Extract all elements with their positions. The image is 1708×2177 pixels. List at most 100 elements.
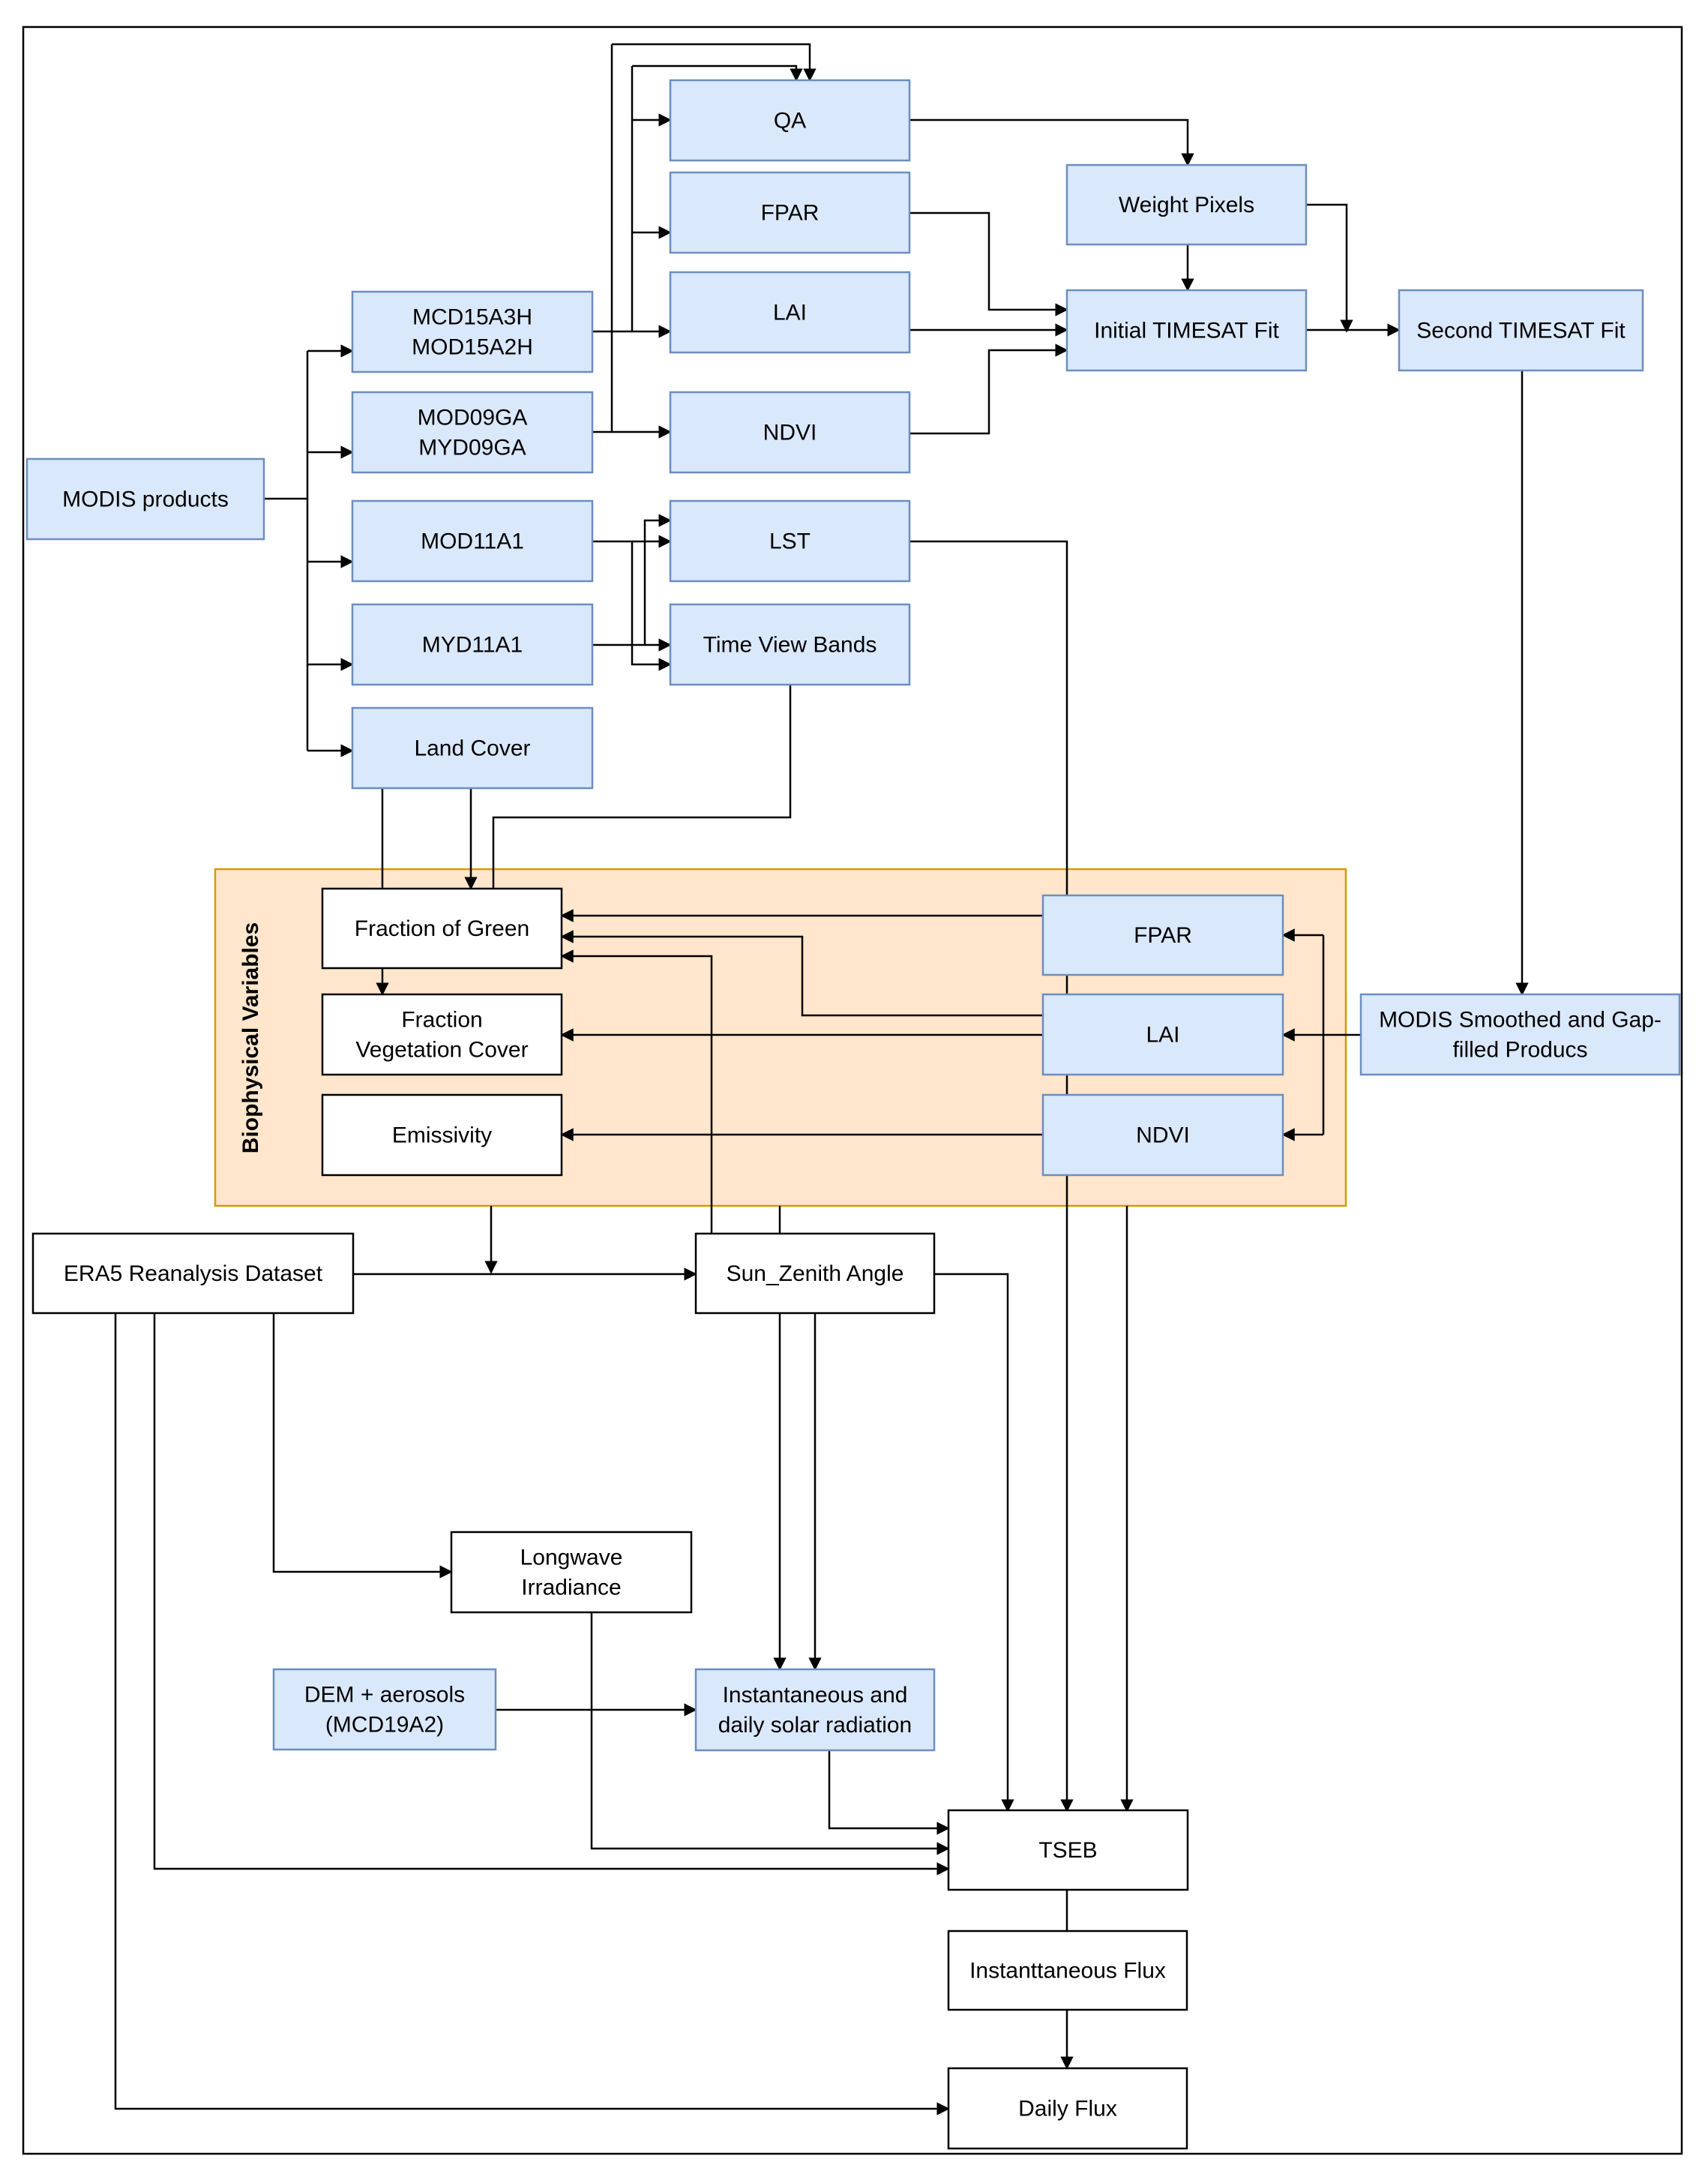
- node-label-weight-pixels: Weight Pixels: [1119, 193, 1254, 217]
- node-label-mod09: MYD09GA: [418, 436, 526, 460]
- node-label-tseb: TSEB: [1038, 1838, 1097, 1863]
- node-label-land-cover: Land Cover: [414, 736, 530, 761]
- node-label-ndvi-top: NDVI: [763, 421, 817, 445]
- node-box-lai-top: [669, 271, 911, 354]
- node-box-modis-smoothed: [1359, 993, 1681, 1076]
- node-label-mod09: MOD09GA: [418, 406, 528, 430]
- node-box-fpar-top: [669, 171, 911, 254]
- node-label-fraction-veg: Vegetation Cover: [355, 1038, 528, 1063]
- node-box-sun-zenith: [694, 1232, 936, 1315]
- node-label-modis-products: MODIS products: [62, 487, 229, 512]
- node-inst-flux: Instanttaneous Flux: [947, 1930, 1188, 2011]
- edge-time-view-to-fraction-green: [492, 685, 792, 889]
- edge-sun-zenith-to-tseb: [934, 1273, 1014, 1813]
- node-label-lai-top: LAI: [773, 301, 807, 325]
- node-label-modis-smoothed: filled Producs: [1452, 1038, 1587, 1063]
- edge-sun-zenith-to-fraction-green: [560, 949, 713, 1234]
- node-box-mod11: [351, 499, 594, 583]
- node-ndvi-bio: NDVI: [1041, 1093, 1284, 1177]
- node-label-initial-timesat: Initial TIMESAT Fit: [1094, 319, 1279, 343]
- node-box-fpar-bio: [1041, 894, 1284, 976]
- node-box-dem: [272, 1668, 497, 1751]
- node-box-inst-flux: [947, 1930, 1188, 2011]
- node-time-view: Time View Bands: [669, 603, 911, 686]
- node-box-tseb: [947, 1809, 1189, 1891]
- connectors: [114, 43, 1529, 2116]
- node-label-longwave: Longwave: [520, 1546, 623, 1570]
- node-label-fpar-top: FPAR: [761, 201, 820, 226]
- edge-era5-to-longwave: [272, 1313, 453, 1579]
- node-initial-timesat: Initial TIMESAT Fit: [1065, 289, 1308, 372]
- node-label-dem: DEM + aerosols: [304, 1683, 465, 1708]
- edge-mod11-to-time-view: [592, 540, 672, 671]
- edge-weight-to-second: [1306, 203, 1353, 333]
- edge-era5-to-daily-flux: [114, 1313, 950, 2116]
- node-label-era5: ERA5 Reanalysis Dataset: [64, 1261, 323, 1286]
- node-box-solar-radiation: [694, 1668, 936, 1752]
- node-label-fraction-veg: Fraction: [401, 1008, 482, 1033]
- node-box-weight-pixels: [1065, 163, 1308, 246]
- node-tseb: TSEB: [947, 1809, 1189, 1891]
- node-box-lai-bio: [1041, 993, 1284, 1076]
- node-fpar-top: FPAR: [669, 171, 911, 254]
- node-sun-zenith: Sun_Zenith Angle: [694, 1232, 936, 1315]
- node-box-emissivity: [321, 1093, 563, 1177]
- node-box-land-cover: [351, 706, 594, 790]
- node-box-daily-flux: [947, 2067, 1188, 2150]
- biophysical-group-label: Biophysical Variables: [238, 922, 263, 1153]
- outer-frame: [22, 25, 1683, 2155]
- node-daily-flux: Daily Flux: [947, 2067, 1188, 2150]
- node-label-lst: LST: [769, 529, 811, 554]
- node-lai-top: LAI: [669, 271, 911, 354]
- node-emissivity: Emissivity: [321, 1093, 563, 1177]
- node-box-time-view: [669, 603, 911, 686]
- node-label-solar-radiation: Instantaneous and: [723, 1683, 908, 1708]
- edge-lai-bio-to-fraction-green: [560, 930, 1043, 1017]
- edge-mcd15-to-qa-top: [632, 64, 803, 82]
- node-box-mod09: [351, 391, 594, 474]
- node-fraction-green: Fraction of Green: [321, 887, 563, 970]
- node-myd11: MYD11A1: [351, 603, 594, 686]
- edge-era5-to-tseb: [153, 1313, 950, 1876]
- node-label-fraction-green: Fraction of Green: [355, 916, 529, 941]
- node-label-lai-bio: LAI: [1146, 1023, 1179, 1048]
- node-label-sun-zenith: Sun_Zenith Angle: [727, 1261, 904, 1286]
- node-solar-radiation: Instantaneous and daily solar radiation: [694, 1668, 936, 1752]
- node-qa: QA: [669, 79, 911, 162]
- node-label-emissivity: Emissivity: [392, 1123, 492, 1148]
- node-second-timesat: Second TIMESAT Fit: [1398, 289, 1644, 372]
- node-box-ndvi-top: [669, 391, 911, 474]
- node-modis-smoothed: MODIS Smoothed and Gap-filled Producs: [1359, 993, 1681, 1076]
- node-label-second-timesat: Second TIMESAT Fit: [1416, 319, 1626, 343]
- node-box-initial-timesat: [1065, 289, 1308, 372]
- edge-myd11-to-lst: [592, 514, 672, 646]
- node-box-era5: [31, 1232, 355, 1315]
- node-label-ndvi-bio: NDVI: [1136, 1123, 1190, 1148]
- node-fpar-bio: FPAR: [1041, 894, 1284, 976]
- node-label-mcd15: MOD15A2H: [412, 335, 533, 360]
- node-label-qa: QA: [774, 109, 806, 133]
- node-era5: ERA5 Reanalysis Dataset: [31, 1232, 355, 1315]
- node-box-second-timesat: [1398, 289, 1644, 372]
- node-box-fraction-green: [321, 887, 563, 970]
- node-modis-products: MODIS products: [25, 457, 265, 541]
- node-box-mcd15: [351, 290, 594, 373]
- node-label-fpar-bio: FPAR: [1134, 923, 1192, 948]
- node-ndvi-top: NDVI: [669, 391, 911, 474]
- node-lai-bio: LAI: [1041, 993, 1284, 1076]
- node-label-inst-flux: Instanttaneous Flux: [969, 1959, 1166, 1984]
- node-label-mod11: MOD11A1: [421, 529, 524, 554]
- node-box-qa: [669, 79, 911, 162]
- edge-qa-to-weight: [909, 118, 1194, 166]
- node-label-longwave: Irradiance: [521, 1576, 621, 1600]
- node-label-modis-smoothed: MODIS Smoothed and Gap-: [1379, 1008, 1662, 1033]
- edge-solar-to-tseb: [828, 1750, 950, 1835]
- node-weight-pixels: Weight Pixels: [1065, 163, 1308, 246]
- node-label-myd11: MYD11A1: [422, 633, 523, 658]
- node-label-solar-radiation: daily solar radiation: [718, 1713, 912, 1738]
- node-label-time-view: Time View Bands: [703, 633, 877, 658]
